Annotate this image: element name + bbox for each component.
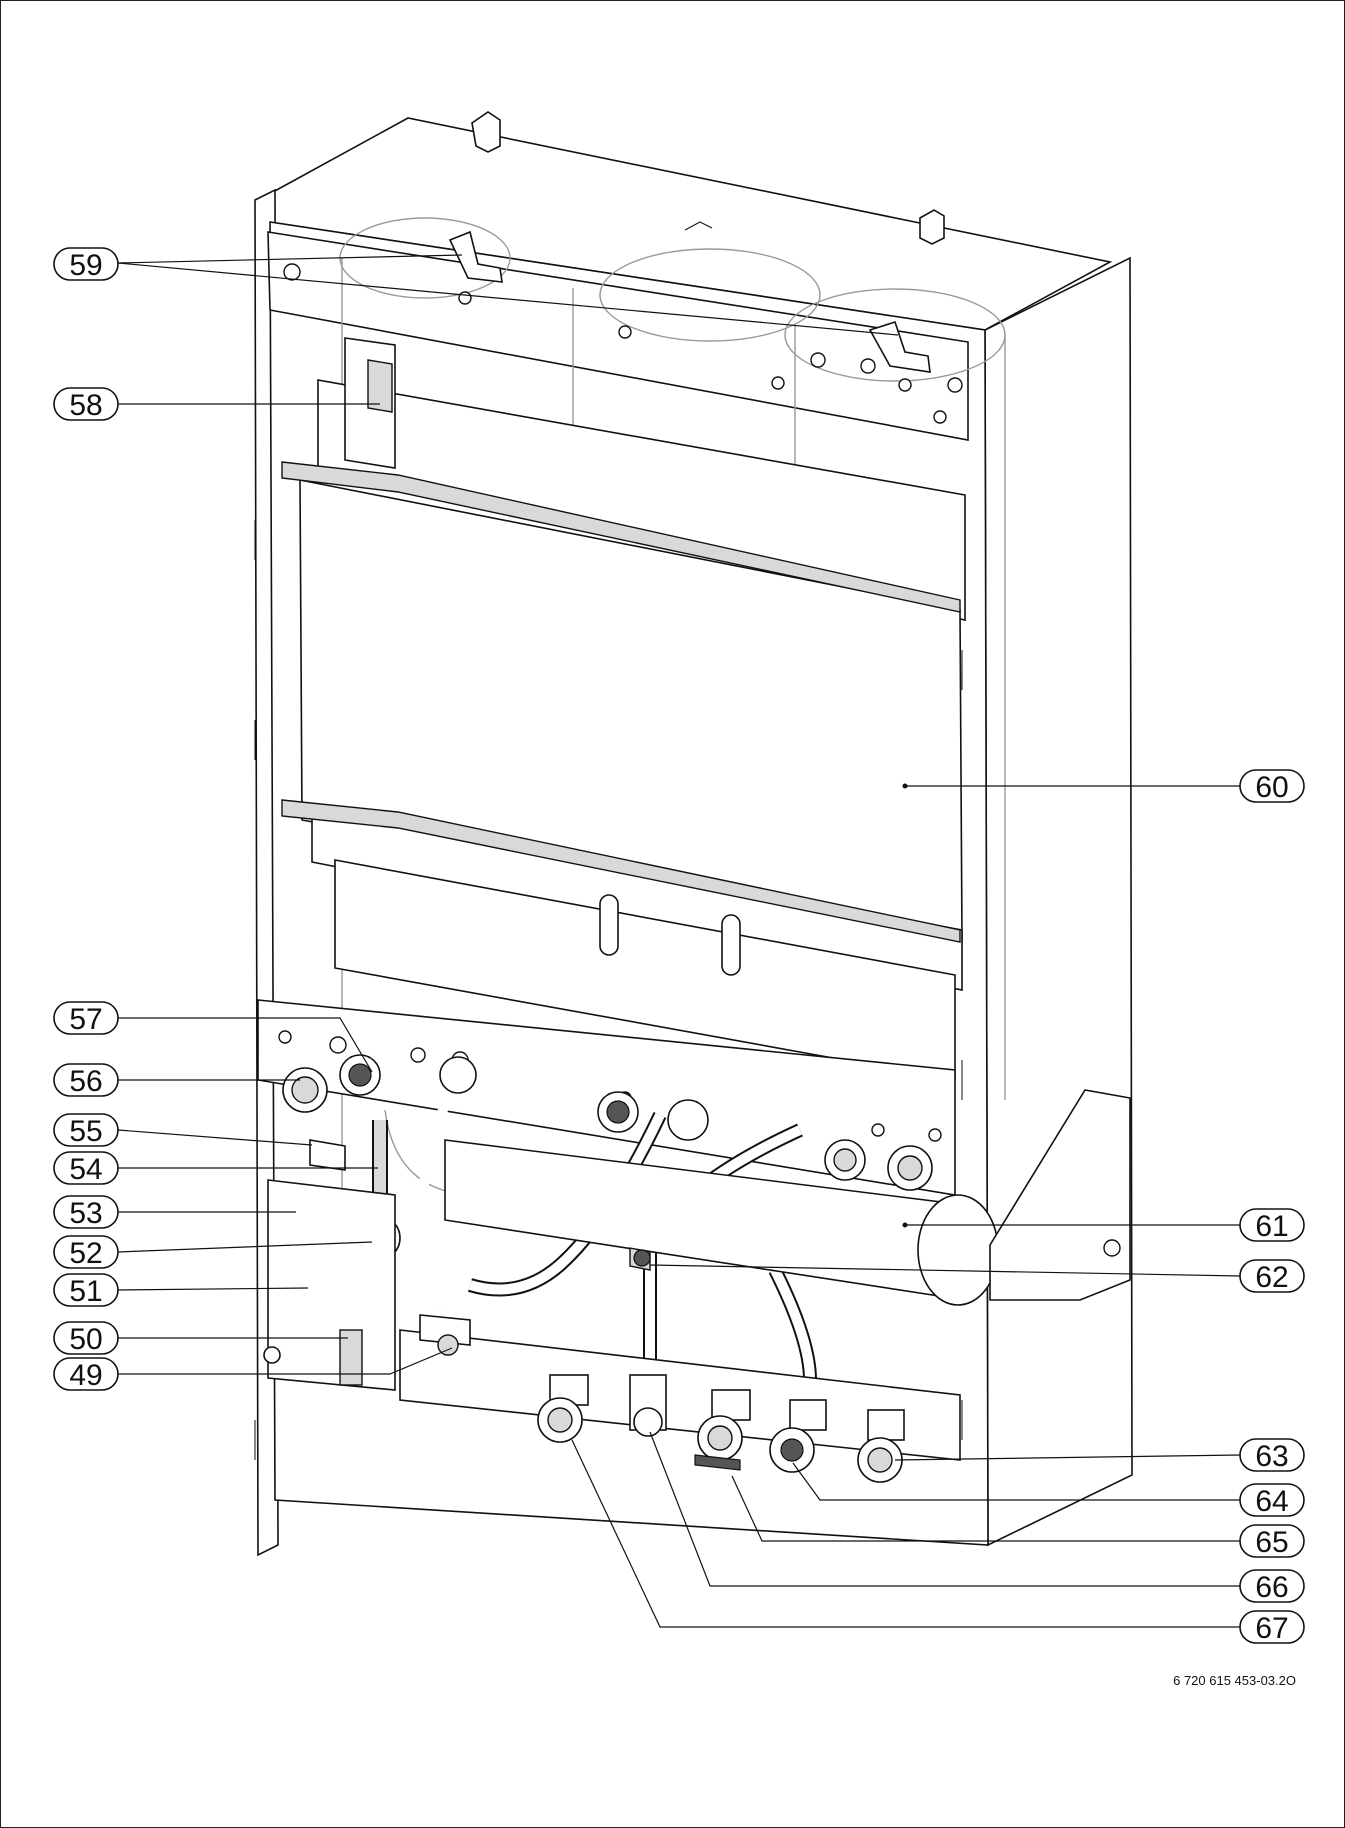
callout-64-label: 64 xyxy=(1255,1485,1288,1518)
callout-50-label: 50 xyxy=(69,1323,102,1356)
top-hook-right xyxy=(919,209,945,245)
callout-52-label: 52 xyxy=(69,1237,102,1270)
strap-upper xyxy=(281,461,961,613)
top-hook-left xyxy=(471,111,501,153)
callout-51-label: 51 xyxy=(69,1275,102,1308)
callout-66: 66 xyxy=(1239,1569,1305,1604)
callout-61-label: 61 xyxy=(1255,1210,1288,1243)
callout-56-label: 56 xyxy=(69,1065,102,1098)
strap-lower xyxy=(281,799,961,943)
callout-58-label: 58 xyxy=(69,389,102,422)
leader-lines xyxy=(117,254,1241,1628)
callout-49-label: 49 xyxy=(69,1359,102,1392)
upper-panel xyxy=(317,379,966,621)
callout-65: 65 xyxy=(1239,1524,1305,1559)
callout-55-label: 55 xyxy=(69,1115,102,1148)
callout-64: 64 xyxy=(1239,1483,1305,1518)
sensor-connector xyxy=(367,359,393,413)
upper-mounting-rail xyxy=(267,231,969,441)
callout-52: 52 xyxy=(53,1235,119,1270)
callout-63-label: 63 xyxy=(1255,1440,1288,1473)
callout-56: 56 xyxy=(53,1063,119,1098)
callout-59: 59 xyxy=(53,247,119,282)
callout-60: 60 xyxy=(1239,769,1305,804)
callout-54: 54 xyxy=(53,1151,119,1186)
callout-49: 49 xyxy=(53,1357,119,1392)
callout-58: 58 xyxy=(53,387,119,422)
callout-57: 57 xyxy=(53,1001,119,1036)
callout-60-label: 60 xyxy=(1255,771,1288,804)
callout-59-label: 59 xyxy=(69,249,102,282)
callout-53: 53 xyxy=(53,1195,119,1230)
callout-55: 55 xyxy=(53,1113,119,1148)
callout-67-label: 67 xyxy=(1255,1612,1288,1645)
callout-54-label: 54 xyxy=(69,1153,102,1186)
callout-53-label: 53 xyxy=(69,1197,102,1230)
boiler-illustration xyxy=(254,111,1133,1557)
top-bracket-right xyxy=(868,320,931,373)
wall-bracket xyxy=(989,1089,1131,1301)
callout-61: 61 xyxy=(1239,1208,1305,1243)
callout-62-label: 62 xyxy=(1255,1261,1288,1294)
callout-67: 67 xyxy=(1239,1610,1305,1645)
callout-62: 62 xyxy=(1239,1259,1305,1294)
callout-57-label: 57 xyxy=(69,1003,102,1036)
callouts: 59 58 60 57 56 55 54 53 xyxy=(53,247,1305,1645)
callout-50: 50 xyxy=(53,1321,119,1356)
top-bracket-left xyxy=(448,230,503,283)
service-valves xyxy=(419,1314,905,1483)
callout-63: 63 xyxy=(1239,1438,1305,1473)
callout-66-label: 66 xyxy=(1255,1571,1288,1604)
casing-right-panel xyxy=(984,256,1133,1547)
callout-51: 51 xyxy=(53,1273,119,1308)
callout-65-label: 65 xyxy=(1255,1526,1288,1559)
figure-reference-number: 6 720 615 453-03.2O xyxy=(1173,1673,1296,1688)
